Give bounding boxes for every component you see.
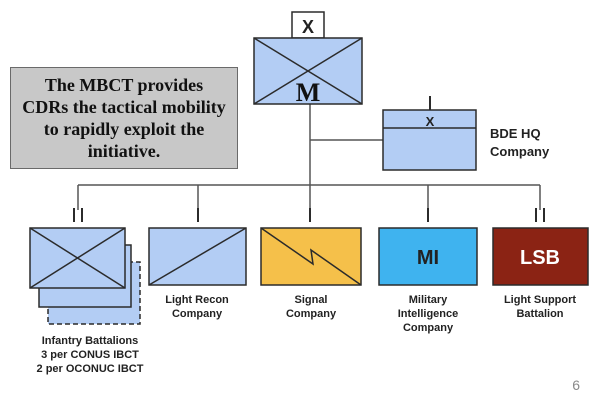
subunit-mi: MI Military Intelligence Company — [378, 208, 478, 334]
hq-company-unit: X BDE HQ Company — [382, 96, 550, 171]
infantry-label-line-3: 2 per OCONUC IBCT — [37, 363, 144, 375]
lsb-symbol — [492, 227, 589, 286]
connector-lines — [77, 104, 541, 210]
subunit-lsb: LSB Light Support Battalion — [492, 208, 589, 320]
mi-label-line-3: Company — [403, 322, 454, 334]
hq-symbol — [382, 109, 477, 171]
callout-text: The MBCT provides CDRs the tactical mobi… — [22, 75, 226, 161]
callout-box: The MBCT provides CDRs the tactical mobi… — [10, 67, 238, 169]
subunit-infantry: Infantry Battalions 3 per CONUS IBCT 2 p… — [29, 208, 144, 375]
recon-label-line-1: Light Recon — [165, 294, 229, 306]
hq-label-line-2: Company — [490, 144, 550, 159]
subunit-recon: Light Recon Company — [148, 208, 247, 320]
lsb-symbol-text: LSB — [520, 247, 560, 269]
signal-label-line-2: Company — [286, 308, 337, 320]
subunit-signal: Signal Company — [260, 208, 362, 320]
recon-label-line-2: Company — [172, 308, 223, 320]
infantry-label-line-1: Infantry Battalions — [42, 335, 139, 347]
signal-label-line-1: Signal — [294, 294, 327, 306]
brigade-branch-letter: M — [296, 78, 321, 107]
brigade-unit: X M — [253, 11, 363, 107]
lightning-bolt-icon — [260, 227, 362, 286]
lsb-label-line-2: Battalion — [516, 308, 563, 320]
mi-label-line-1: Military — [409, 294, 448, 306]
signal-symbol — [260, 227, 362, 286]
page-number: 6 — [572, 377, 580, 393]
infantry-label-line-2: 3 per CONUS IBCT — [41, 349, 139, 361]
mi-symbol — [378, 227, 478, 286]
brigade-echelon: X — [302, 17, 314, 37]
hq-label-line-1: BDE HQ — [490, 126, 541, 141]
mi-symbol-text: MI — [417, 247, 439, 269]
hq-echelon: X — [426, 114, 435, 129]
lsb-label-line-1: Light Support — [504, 294, 576, 306]
mi-label-line-2: Intelligence — [398, 308, 459, 320]
